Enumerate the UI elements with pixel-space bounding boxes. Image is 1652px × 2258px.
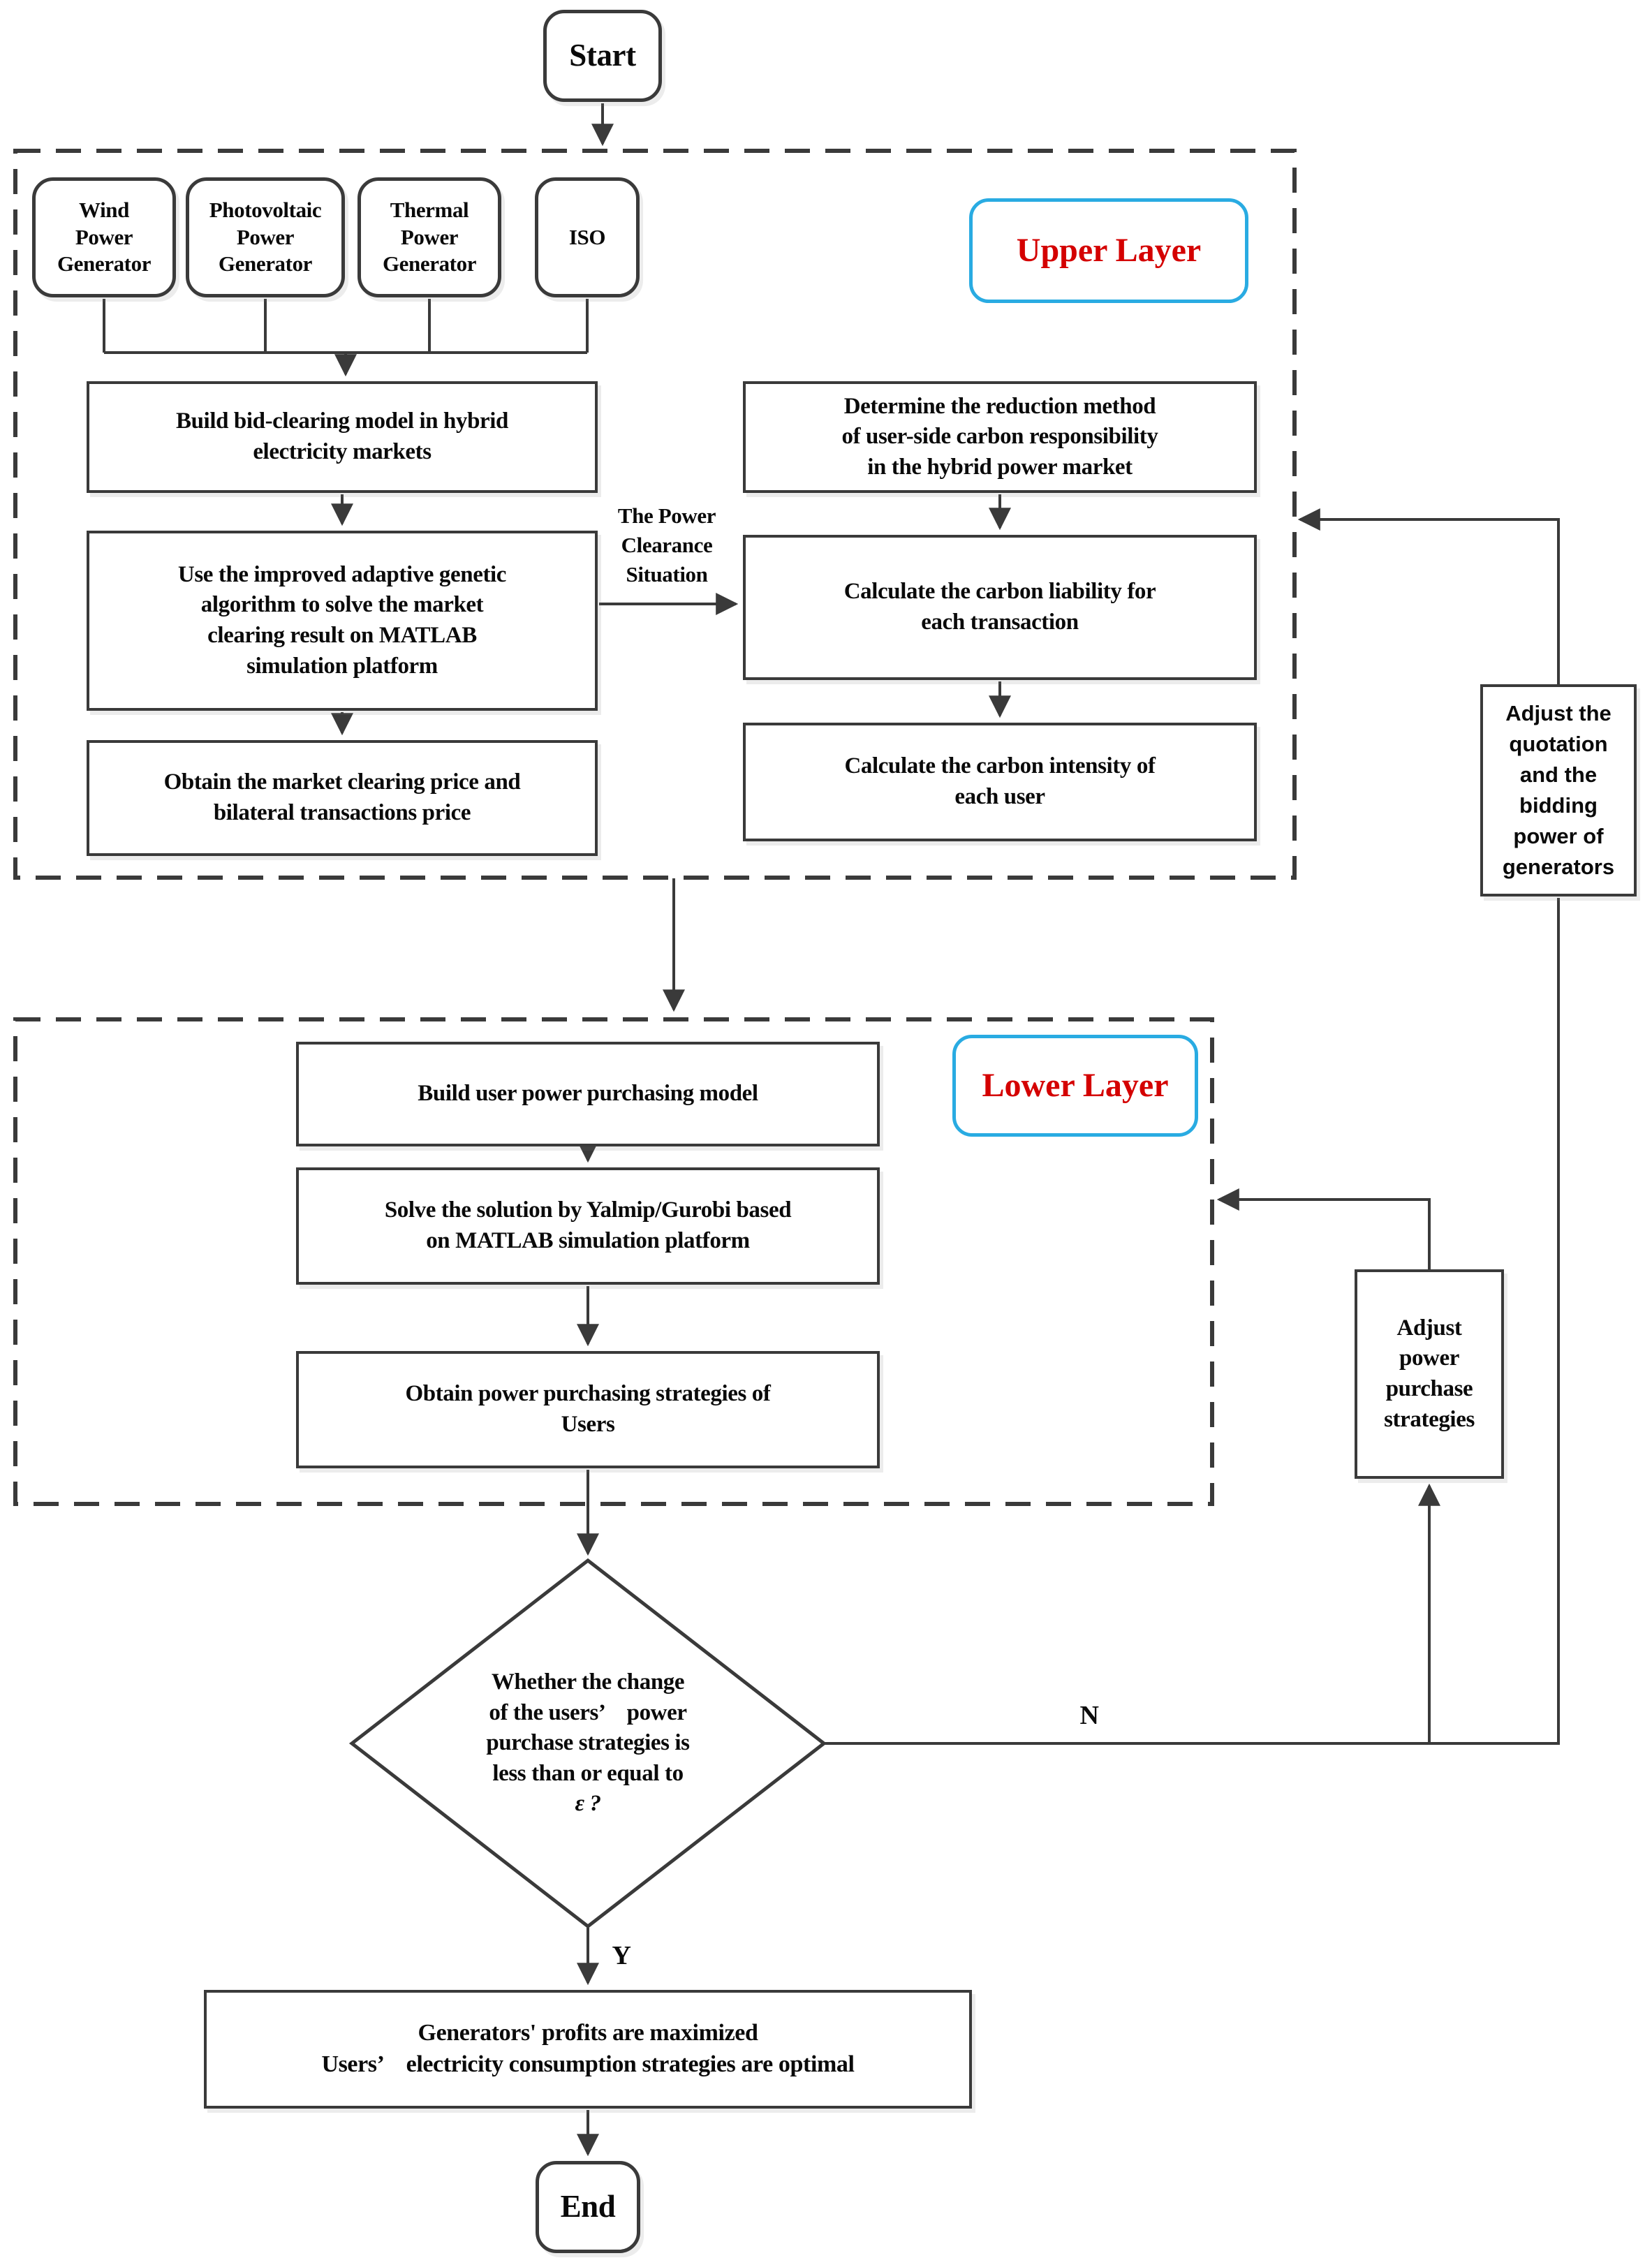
decision-diamond-shape	[348, 1558, 827, 1929]
calc-carbon-intensity-node: Calculate the carbon intensity of each u…	[743, 723, 1257, 841]
decision-diamond-label: Whether the change of the users’ power p…	[413, 1606, 762, 1881]
iso-node: ISO	[535, 177, 640, 297]
photovoltaic-generator-node: Photovoltaic Power Generator	[186, 177, 345, 297]
lower-layer-badge: Lower Layer	[952, 1035, 1198, 1137]
use-genetic-algorithm-node: Use the improved adaptive genetic algori…	[87, 531, 598, 711]
upper-layer-container	[13, 149, 1297, 880]
n-branch-line	[824, 898, 1560, 1745]
result-node: Generators' profits are maximized Users’…	[204, 1990, 972, 2109]
build-user-model-node: Build user power purchasing model	[296, 1042, 880, 1146]
calc-carbon-liability-node: Calculate the carbon liability for each …	[743, 535, 1257, 680]
determine-reduction-node: Determine the reduction method of user-s…	[743, 381, 1257, 493]
obtain-clearing-price-node: Obtain the market clearing price and bil…	[87, 740, 598, 856]
upper-layer-badge: Upper Layer	[969, 198, 1248, 303]
thermal-generator-node: Thermal Power Generator	[357, 177, 501, 297]
branch-yes-label: Y	[612, 1941, 631, 1971]
obtain-strategies-node: Obtain power purchasing strategies of Us…	[296, 1351, 880, 1468]
adjust-quotation-node: Adjust the quotation and the bidding pow…	[1480, 684, 1637, 896]
arrow-adjust-power-feedback	[1216, 1188, 1431, 1271]
actors-merge-bus	[103, 299, 589, 354]
build-bid-clearing-node: Build bid-clearing model in hybrid elect…	[87, 381, 598, 493]
wind-generator-node: Wind Power Generator	[32, 177, 176, 297]
adjust-power-node: Adjust power purchase strategies	[1355, 1269, 1504, 1479]
power-clearance-label: The Power Clearance Situation	[617, 503, 716, 586]
solve-yalmip-node: Solve the solution by Yalmip/Gurobi base…	[296, 1167, 880, 1285]
arrows	[103, 103, 1560, 2157]
lower-layer-container	[13, 1017, 1214, 1506]
branch-no-label: N	[1079, 1701, 1099, 1731]
start-node: Start	[543, 10, 662, 102]
end-node: End	[536, 2161, 640, 2253]
decision-epsilon-text: ε ?	[575, 1791, 601, 1817]
decision-question-text: Whether the change of the users’ power p…	[486, 1669, 690, 1786]
arrow-quotation-feedback	[1297, 508, 1560, 686]
